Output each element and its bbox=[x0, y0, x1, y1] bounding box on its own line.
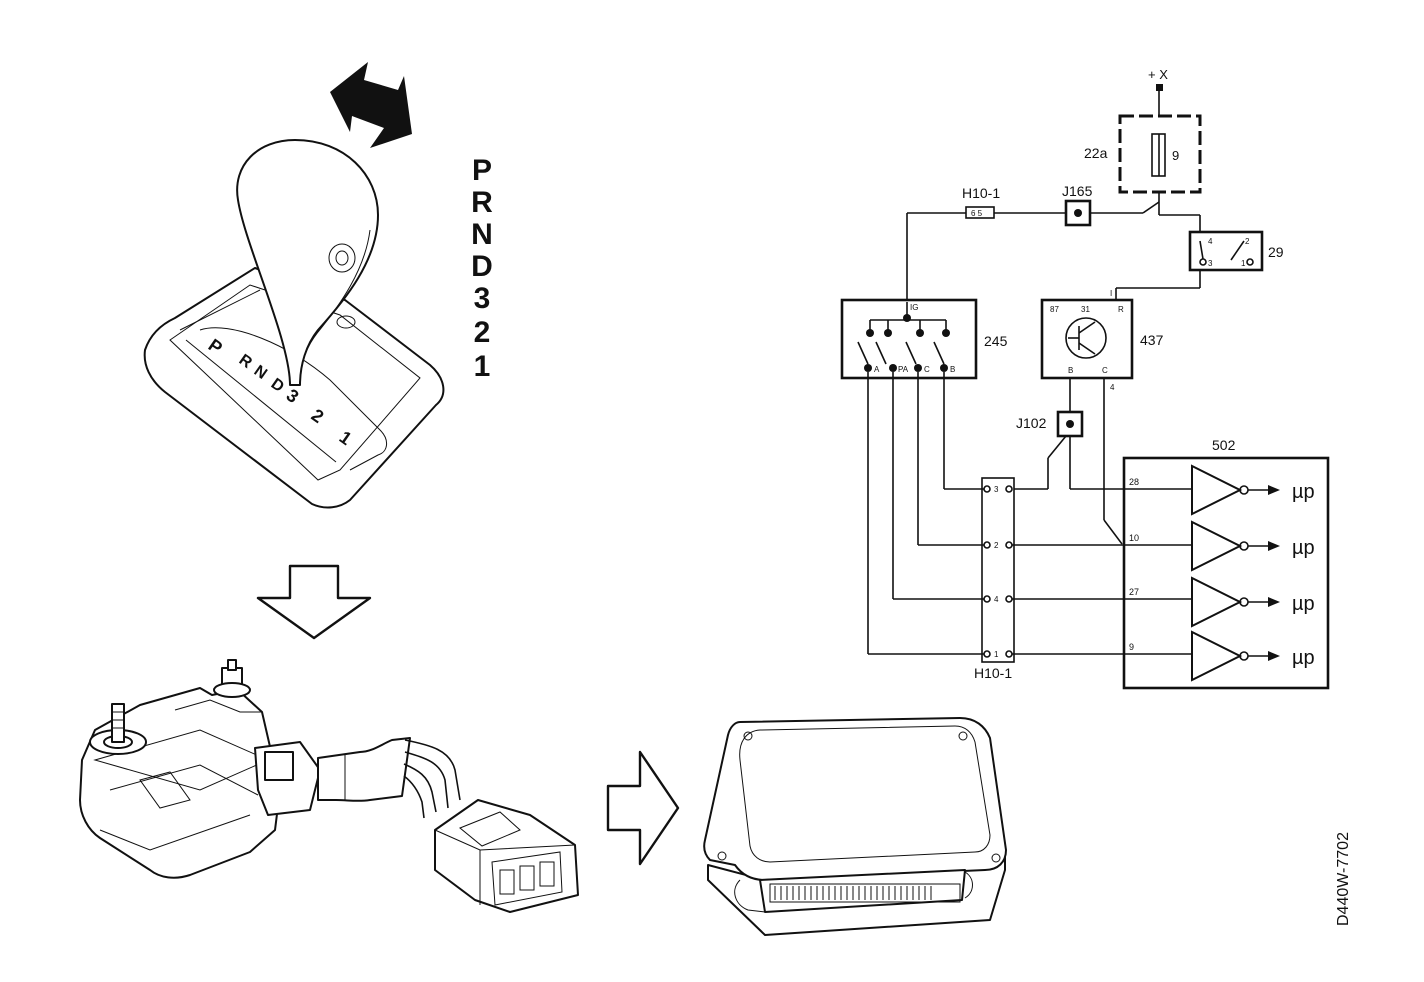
switch-pin-b: B bbox=[950, 365, 955, 374]
unit-pin-i: I bbox=[1110, 289, 1112, 298]
gear-position-list: P R N D 3 2 1 bbox=[471, 154, 493, 383]
unit-pin-31: 31 bbox=[1081, 305, 1090, 314]
relay-pin-2: 2 bbox=[1245, 237, 1250, 246]
gear-position-p: P bbox=[472, 154, 492, 187]
output-label-3: µp bbox=[1292, 593, 1315, 615]
unit-pin-87: 87 bbox=[1050, 305, 1059, 314]
cu-pin-9: 9 bbox=[1129, 642, 1134, 652]
connector-pin-4: 4 bbox=[994, 595, 999, 604]
connector-pin-3: 3 bbox=[994, 485, 999, 494]
control-unit-illustration bbox=[703, 717, 1007, 936]
fuse-box-22a bbox=[1118, 114, 1202, 194]
amplifier-3 bbox=[1124, 576, 1280, 628]
lever-knob bbox=[236, 139, 379, 386]
fuse-value-label: 9 bbox=[1172, 148, 1179, 163]
unit-label: 437 bbox=[1140, 332, 1164, 348]
plug-connector bbox=[434, 799, 579, 913]
connector-h10-1 bbox=[981, 477, 1015, 663]
gear-position-2: 2 bbox=[474, 316, 491, 349]
relay-label: 29 bbox=[1268, 244, 1284, 260]
ecu-housing bbox=[703, 717, 1007, 881]
cu-pin-27: 27 bbox=[1129, 587, 1139, 597]
junction-j165-label: J165 bbox=[1062, 183, 1093, 199]
unit-437 bbox=[1040, 298, 1134, 380]
unit-pin-b: B bbox=[1068, 366, 1073, 375]
switch-pin-ig: IG bbox=[910, 303, 918, 312]
selector-switch-illustration bbox=[79, 659, 579, 913]
down-arrow bbox=[256, 564, 372, 640]
switch-pin-pa: PA bbox=[898, 365, 909, 374]
relay-pin-3: 3 bbox=[1208, 259, 1213, 268]
switch-body bbox=[79, 687, 281, 879]
junction-j102-label: J102 bbox=[1016, 415, 1047, 431]
gear-position-r: R bbox=[471, 186, 493, 219]
connector-pin-2: 2 bbox=[994, 541, 999, 550]
gear-position-d: D bbox=[471, 250, 493, 283]
unit-pin-r: R bbox=[1118, 305, 1124, 314]
amplifier-2 bbox=[1124, 520, 1280, 572]
movement-arrow bbox=[330, 62, 412, 148]
wiring-diagram: + X 22a 9 J165 6 5 H10-1 4 2 bbox=[840, 67, 1330, 690]
output-label-4: µp bbox=[1292, 647, 1315, 669]
supply-label: + X bbox=[1148, 67, 1168, 82]
output-label-2: µp bbox=[1292, 537, 1315, 559]
cu-pin-10: 10 bbox=[1129, 533, 1139, 543]
gear-selector-illustration: P R N D 3 2 1 bbox=[143, 62, 445, 509]
gear-position-1: 1 bbox=[474, 350, 491, 383]
connector-pin-1: 1 bbox=[994, 650, 999, 659]
figure-code: D440W-7702 bbox=[1335, 832, 1352, 926]
connector-top-label: H10-1 bbox=[962, 185, 1000, 201]
amplifier-1 bbox=[1124, 464, 1280, 516]
cu-pin-28: 28 bbox=[1129, 477, 1139, 487]
fuse-box-label: 22a bbox=[1084, 145, 1108, 161]
right-arrow bbox=[606, 750, 680, 866]
switch-pin-c: C bbox=[924, 365, 930, 374]
switch-245 bbox=[840, 298, 978, 380]
switch-pin-a: A bbox=[874, 365, 880, 374]
relay-pin-4: 4 bbox=[1208, 237, 1213, 246]
unit-pin-4: 4 bbox=[1110, 383, 1115, 392]
switch-label: 245 bbox=[984, 333, 1008, 349]
connector-label: H10-1 bbox=[974, 665, 1012, 681]
relay-pin-1: 1 bbox=[1241, 259, 1246, 268]
gear-position-n: N bbox=[471, 218, 493, 251]
connector-top-pins: 6 5 bbox=[971, 209, 983, 218]
amplifier-4 bbox=[1124, 630, 1280, 682]
unit-pin-c: C bbox=[1102, 366, 1108, 375]
control-unit-label: 502 bbox=[1212, 437, 1236, 453]
gear-position-3: 3 bbox=[474, 282, 491, 315]
output-label-1: µp bbox=[1292, 481, 1315, 503]
